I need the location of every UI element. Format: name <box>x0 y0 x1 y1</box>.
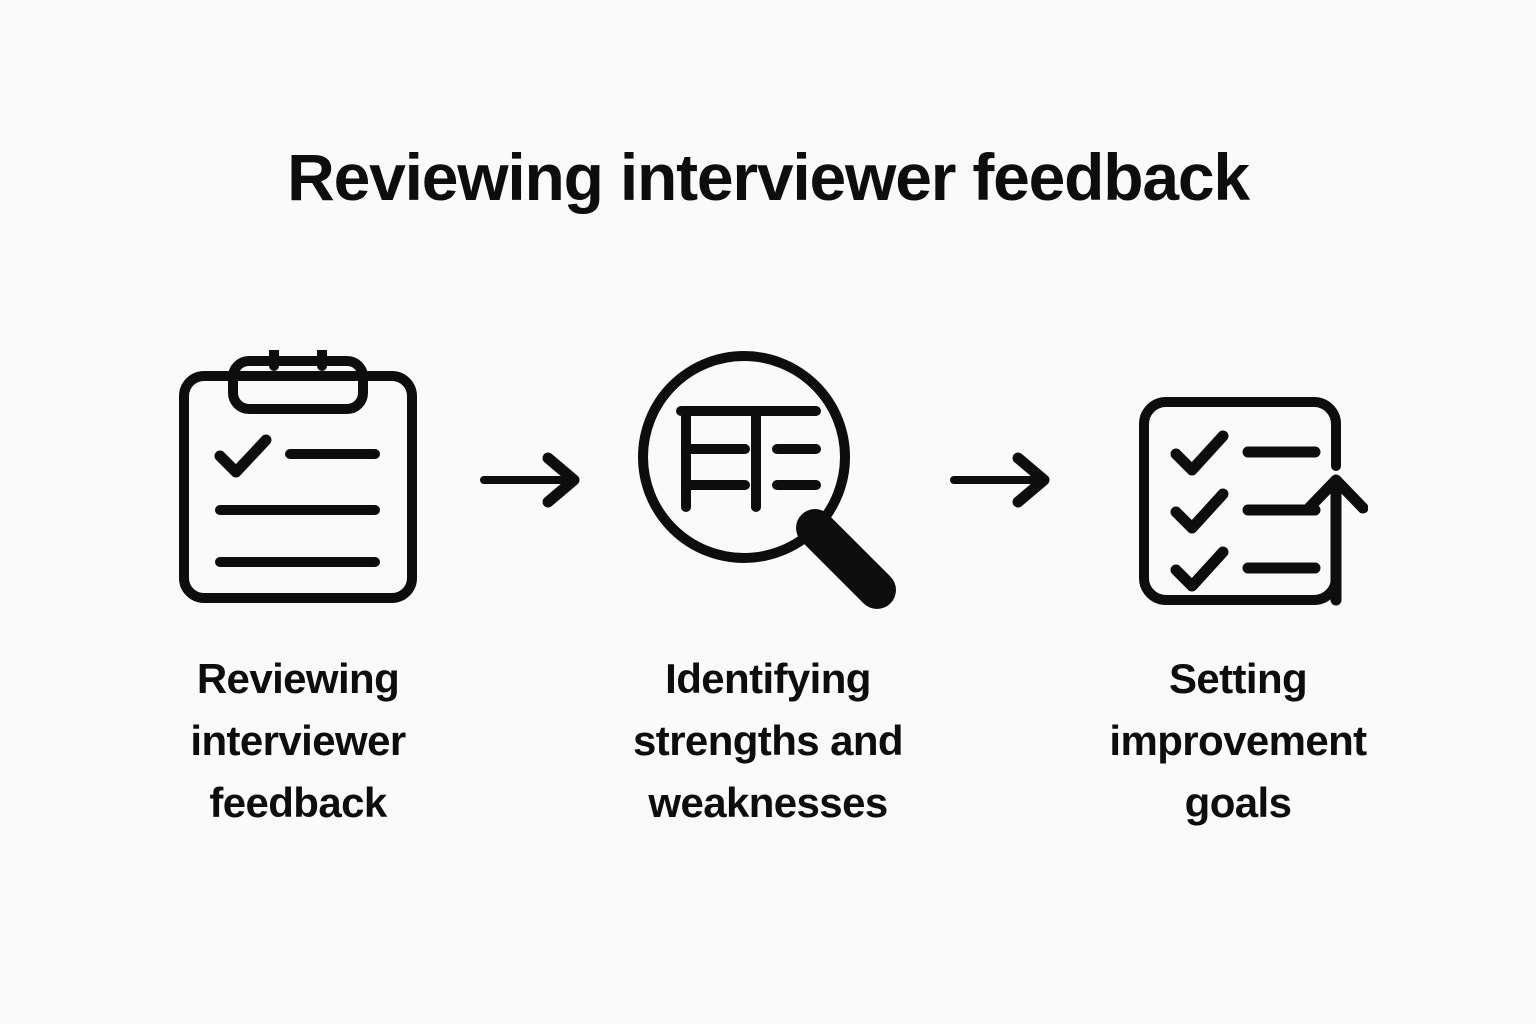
step-3: Setting improvement goals <box>1068 330 1408 834</box>
arrow-right-icon <box>480 452 580 508</box>
step-1-caption: Reviewing interviewer feedback <box>190 655 406 827</box>
step-3-icon-wrap <box>1108 330 1368 630</box>
step-1-icon-wrap <box>173 330 423 630</box>
step-1: Reviewing interviewer feedback <box>128 330 468 834</box>
step-2: Identifying strengths and weaknesses <box>598 330 938 834</box>
step-2-icon-wrap <box>634 330 902 630</box>
connector-1 <box>468 330 598 630</box>
checklist-document-growth-icon <box>1139 397 1368 606</box>
steps-row: Reviewing interviewer feedback <box>118 330 1418 834</box>
page-title: Reviewing interviewer feedback <box>287 140 1250 214</box>
arrow-right-icon <box>950 452 1050 508</box>
step-3-caption: Setting improvement goals <box>1109 655 1367 827</box>
connector-2 <box>938 330 1068 630</box>
magnifying-glass-icon <box>638 351 896 609</box>
step-2-caption: Identifying strengths and weaknesses <box>633 655 904 827</box>
clipboard-checklist-icon <box>179 350 417 603</box>
